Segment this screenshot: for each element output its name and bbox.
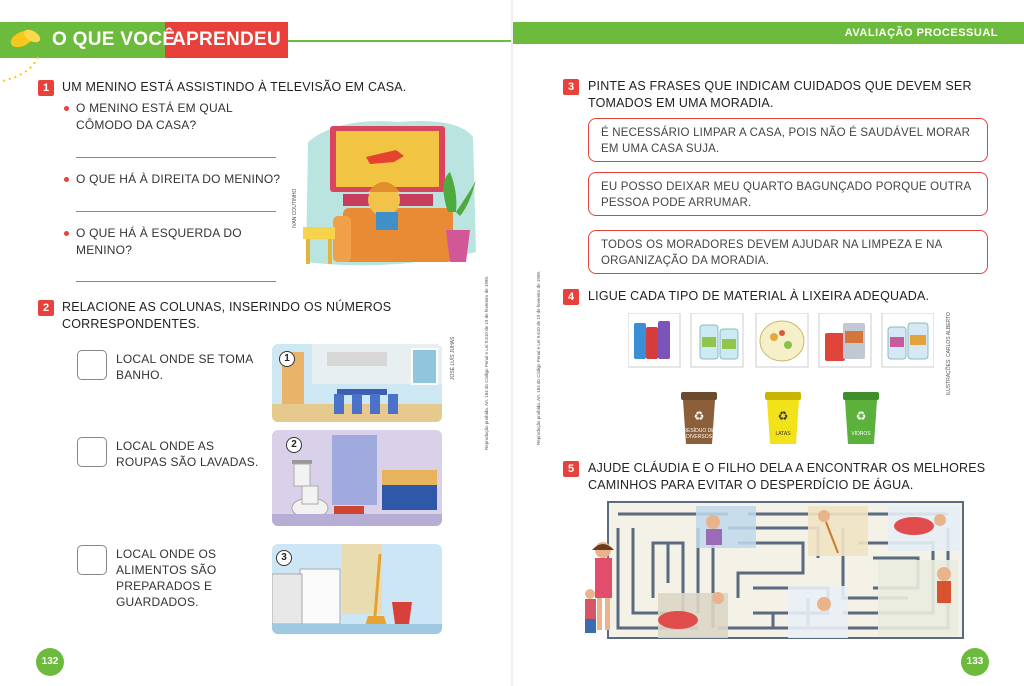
question-1-text: UM MENINO ESTÁ ASSISTINDO À TELEVISÃO EM…: [62, 80, 407, 94]
header-rule: [288, 40, 511, 42]
q2-item3-line3: PREPARADOS E: [116, 579, 213, 593]
q1-sub1-line2: CÔMODO DA CASA?: [76, 118, 197, 132]
answer-line-3[interactable]: [76, 281, 276, 282]
question-3-line1: PINTE AS FRASES QUE INDICAM CUIDADOS QUE…: [588, 79, 972, 93]
q2-item3-line1: LOCAL ONDE OS: [116, 547, 217, 561]
water-maze-illustration[interactable]: [578, 498, 970, 643]
question-2-line1: RELACIONE AS COLUNAS, INSERINDO OS NÚMER…: [62, 300, 392, 314]
food-scraps-item: [755, 313, 809, 368]
page-gutter: [511, 0, 513, 686]
green-bin-icon[interactable]: ♻: [840, 390, 882, 446]
q2-item1-line2: BANHO.: [116, 368, 164, 382]
phrase-box-1[interactable]: É NECESSÁRIO LIMPAR A CASA, POIS NÃO É S…: [588, 118, 988, 162]
q2-item3-line4: GUARDADOS.: [116, 595, 199, 609]
phrase-box-2[interactable]: EU POSSO DEIXAR MEU QUARTO BAGUNÇADO POR…: [588, 172, 988, 216]
bin-label-brown-line2: DIVERSOS: [686, 434, 712, 440]
room-number-3: 3: [276, 550, 292, 566]
answer-box-3[interactable]: [77, 545, 107, 575]
question-5-line1: AJUDE CLÁUDIA E O FILHO DELA A ENCONTRAR…: [588, 461, 986, 475]
illustration-credit: IVAN COUTINHO: [292, 188, 298, 228]
leaf-icon: [10, 29, 41, 48]
svg-text:♻: ♻: [778, 409, 789, 423]
section-title-part1: O QUE VOCÊ: [52, 29, 176, 50]
question-number-5: 5: [563, 461, 579, 477]
page-number-left: 132: [36, 648, 64, 676]
boy-watching-tv-illustration: [298, 112, 480, 280]
illustration-credit: ILUSTRAÇÕES: CARLOS ALBERTO: [946, 312, 952, 395]
question-4-text: LIGUE CADA TIPO DE MATERIAL À LIXEIRA AD…: [588, 289, 930, 303]
q2-item2-line1: LOCAL ONDE AS: [116, 439, 215, 453]
phrase-box-3[interactable]: TODOS OS MORADORES DEVEM AJUDAR NA LIMPE…: [588, 230, 988, 274]
phrase-3-line1: TODOS OS MORADORES DEVEM AJUDAR NA LIMPE…: [601, 239, 943, 251]
laundry-area-illustration: [272, 544, 442, 634]
bin-label-brown-line1: RESÍDUO DE: [683, 428, 715, 434]
q2-item2-line2: ROUPAS SÃO LAVADAS.: [116, 455, 259, 469]
left-header: O QUE VOCÊ APRENDEU: [0, 0, 511, 82]
phrase-2-line2: PESSOA PODE ARRUMAR.: [601, 197, 752, 209]
canned-food-item: [818, 313, 872, 368]
bullet: [64, 177, 69, 182]
question-5-line2: CAMINHOS PARA EVITAR O DESPERDÍCIO DE ÁG…: [588, 478, 914, 492]
q2-item1-line1: LOCAL ONDE SE TOMA: [116, 352, 254, 366]
bullet: [64, 106, 69, 111]
q1-sub3-line2: MENINO?: [76, 243, 133, 257]
question-number-1: 1: [38, 80, 54, 96]
q1-sub3-line1: O QUE HÁ À ESQUERDA DO: [76, 226, 242, 240]
header-red-band: [165, 22, 288, 58]
question-2-line2: CORRESPONDENTES.: [62, 317, 200, 331]
section-title-part2: APRENDEU: [172, 29, 282, 50]
right-header: AVALIAÇÃO PROCESSUAL: [513, 22, 1024, 44]
q1-sub1-line1: O MENINO ESTÁ EM QUAL: [76, 101, 233, 115]
dining-kitchen-illustration: [272, 344, 442, 422]
recyclable-items-row: [628, 313, 934, 368]
question-number-2: 2: [38, 300, 54, 316]
cans-item: [628, 313, 681, 368]
phrase-2-line1: EU POSSO DEIXAR MEU QUARTO BAGUNÇADO POR…: [601, 181, 972, 193]
bin-label-yellow: LATAS: [775, 431, 791, 437]
question-number-3: 3: [563, 79, 579, 95]
yellow-bin-icon[interactable]: ♻: [762, 390, 804, 446]
question-3-line2: TOMADOS EM UMA MORADIA.: [588, 96, 774, 110]
answer-line-1[interactable]: [76, 157, 276, 158]
question-number-4: 4: [563, 289, 579, 305]
bin-label-green: VIDROS: [851, 431, 871, 437]
bin-label-brown: RESÍDUO DE DIVERSOS: [682, 428, 716, 440]
room-number-2: 2: [286, 437, 302, 453]
phrase-1-line2: EM UMA CASA SUJA.: [601, 143, 720, 155]
q1-sub2: O QUE HÁ À DIREITA DO MENINO?: [76, 172, 281, 186]
room-number-1: 1: [279, 351, 295, 367]
svg-text:♻: ♻: [694, 409, 705, 423]
brown-bin-icon[interactable]: ♻: [678, 390, 720, 446]
bullet: [64, 231, 69, 236]
illustration-credit: JOSÉ LUÍS JUHAS: [450, 336, 456, 380]
right-header-title: AVALIAÇÃO PROCESSUAL: [844, 27, 998, 39]
q2-item3-line2: ALIMENTOS SÃO: [116, 563, 217, 577]
svg-text:♻: ♻: [856, 409, 867, 423]
legal-notice: Reprodução proibida. Art. 184 do Código …: [484, 275, 489, 450]
answer-line-2[interactable]: [76, 211, 276, 212]
answer-box-1[interactable]: [77, 350, 107, 380]
answer-box-2[interactable]: [77, 437, 107, 467]
dotted-trail-icon: [1, 56, 39, 82]
legal-notice: Reprodução proibida. Art. 184 do Código …: [536, 270, 541, 445]
glass-jars-item: [690, 313, 744, 368]
page-number-right: 133: [961, 648, 989, 676]
phrase-1-line1: É NECESSÁRIO LIMPAR A CASA, POIS NÃO É S…: [601, 127, 971, 139]
phrase-3-line2: ORGANIZAÇÃO DA MORADIA.: [601, 255, 770, 267]
glass-bottles-item: [881, 313, 934, 368]
